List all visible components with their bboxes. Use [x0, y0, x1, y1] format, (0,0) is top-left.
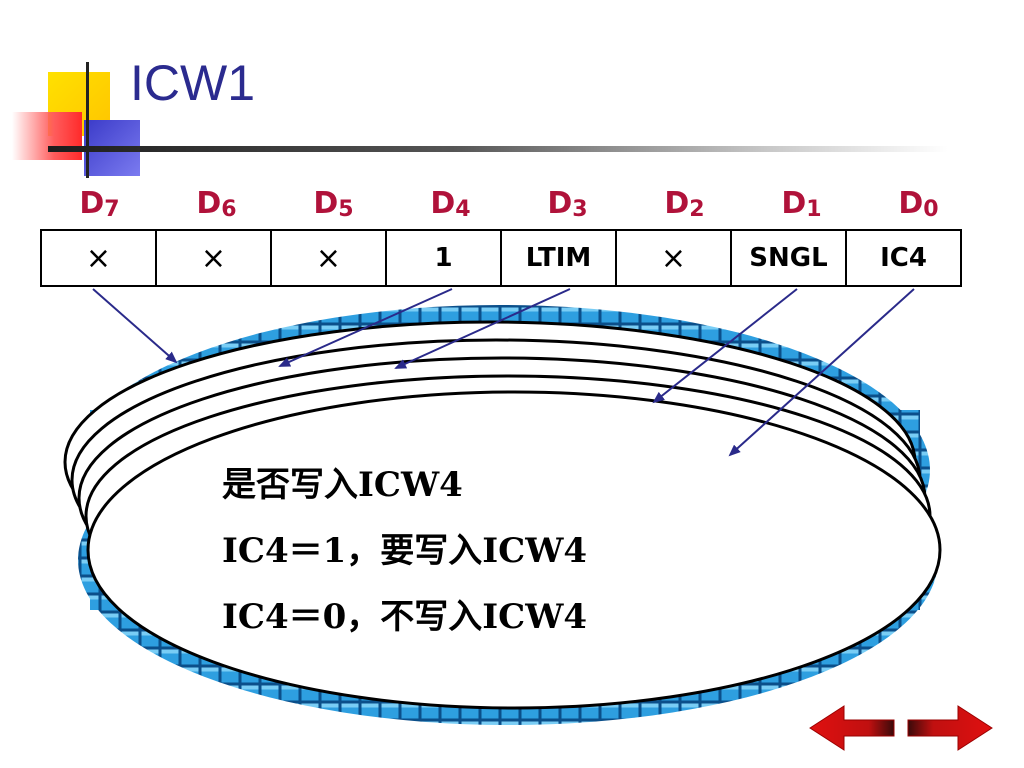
right-arrow-icon[interactable] [907, 705, 993, 751]
bit-label-d0: D0 [898, 186, 939, 222]
bit-label-d6: D6 [196, 186, 237, 222]
bit-cell-d7: × [40, 229, 157, 287]
bit-label-d7: D7 [79, 186, 120, 222]
bit-label-d4: D4 [430, 186, 471, 222]
bit-label-d3: D3 [547, 186, 588, 222]
bit-cell-d2: × [615, 229, 732, 287]
ic4-description: 是否写入ICW4 IC4＝1，要写入ICW4 IC4＝0，不写入ICW4 [222, 452, 587, 650]
stacked-ellipses [63, 320, 942, 710]
bit-cell-d6: × [155, 229, 272, 287]
bit-arrows [92, 288, 915, 457]
desc-line-3: IC4＝0，不写入ICW4 [222, 597, 588, 637]
desc-line-2: IC4＝1，要写入ICW4 [222, 531, 588, 571]
bit-cell-d3: LTIM [500, 229, 617, 287]
ring-front [86, 390, 942, 710]
arrow-d3 [394, 288, 571, 369]
arrow-d0 [728, 288, 915, 457]
arrow-d7 [92, 288, 178, 364]
page-title: ICW1 [130, 55, 255, 111]
bit-cell-d0: IC4 [845, 229, 962, 287]
bit-cell-d5: × [270, 229, 387, 287]
desc-line-1: 是否写入ICW4 [222, 465, 463, 505]
slide-navigation [809, 705, 993, 751]
bit-label-d2: D2 [664, 186, 705, 222]
register-row: × × × 1 LTIM × SNGL IC4 [40, 229, 962, 287]
arrow-d4 [278, 288, 453, 367]
arrow-d1 [652, 288, 798, 404]
title-rule [48, 146, 948, 152]
bit-cell-d4: 1 [385, 229, 502, 287]
bit-label-d5: D5 [313, 186, 354, 222]
bit-cell-d1: SNGL [730, 229, 847, 287]
left-arrow-icon[interactable] [809, 705, 895, 751]
bit-label-d1: D1 [781, 186, 822, 222]
register-table: × × × 1 LTIM × SNGL IC4 [40, 229, 962, 287]
